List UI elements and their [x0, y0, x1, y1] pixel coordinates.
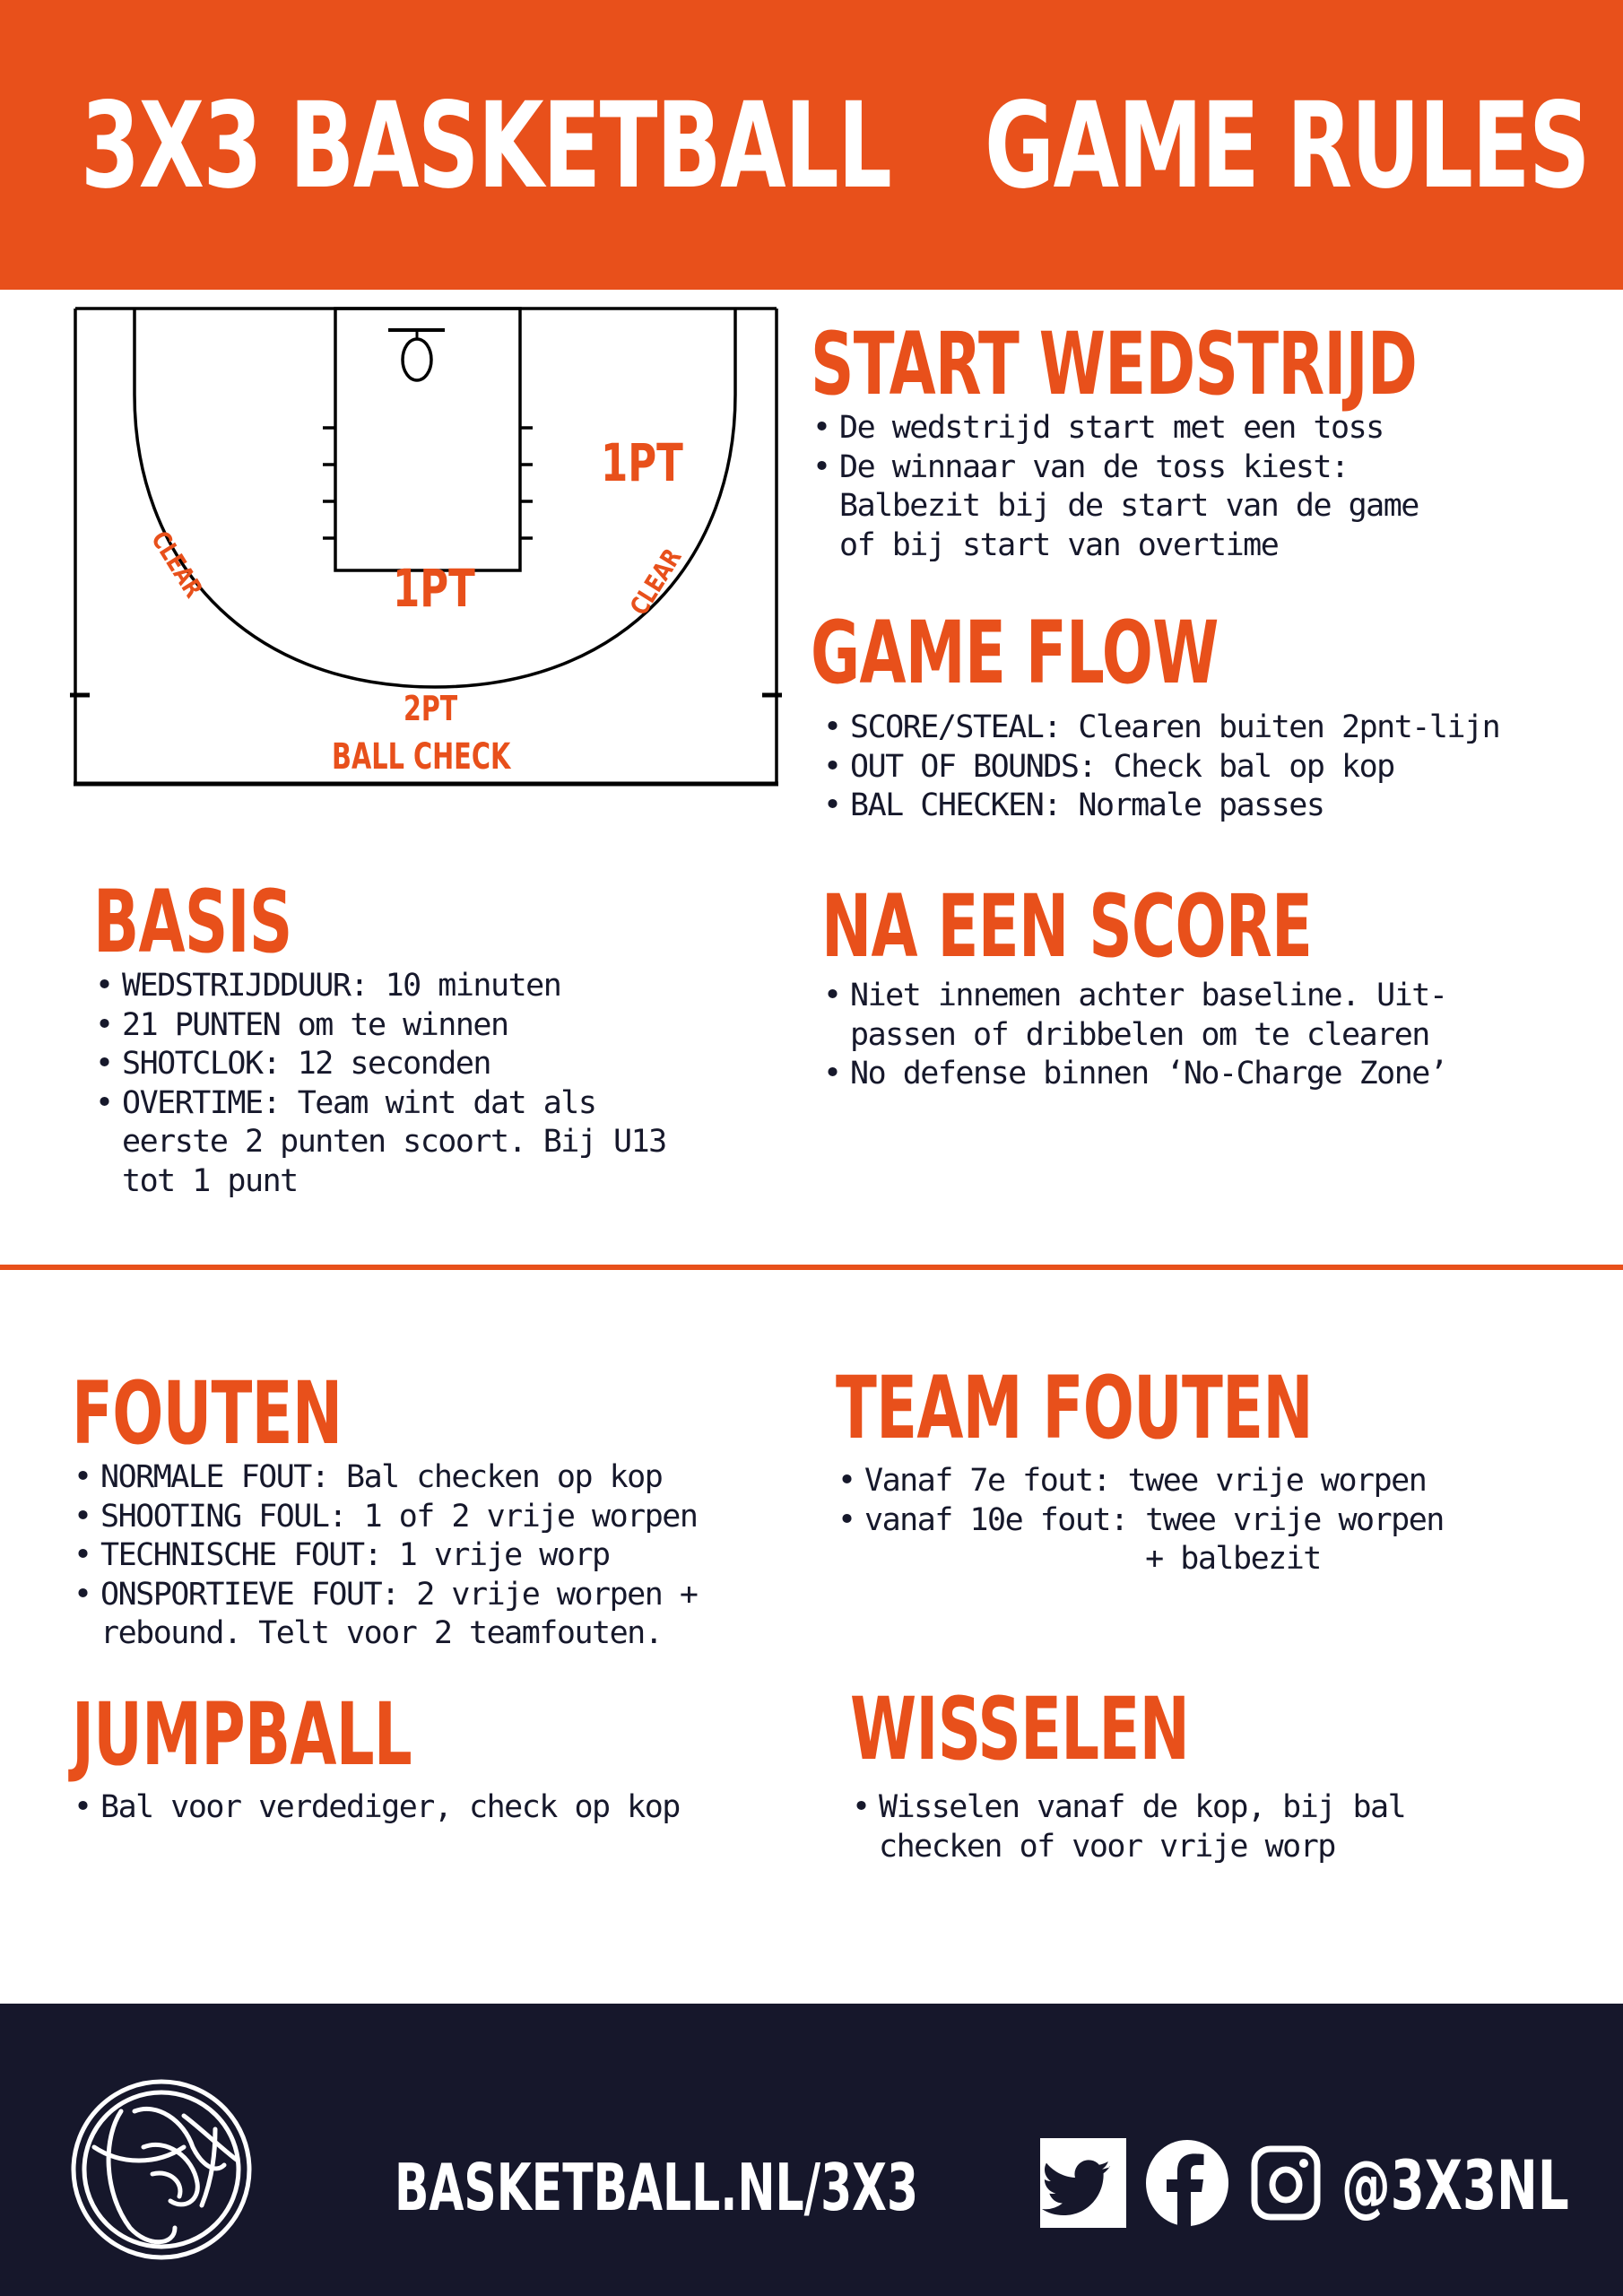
section-divider	[0, 1265, 1623, 1270]
basketball-lion-logo-icon[interactable]	[67, 2075, 256, 2264]
list-item: TECHNISCHE FOUT: 1 vrije worp	[72, 1536, 697, 1576]
list-item: 21 PUNTEN om te winnen	[93, 1006, 666, 1046]
twitter-icon[interactable]	[1040, 2138, 1126, 2228]
section-game-flow: GAME FLOW SCORE/STEAL: Clearen buiten 2p…	[811, 603, 1501, 826]
header-title-right: GAME RULES	[985, 77, 1590, 215]
court-label-ball-check: BALL CHECK	[332, 736, 512, 778]
list-item: vanaf 10e fout: twee vrije worpen + balb…	[836, 1501, 1517, 1579]
section-na-een-score: NA EEN SCORE Niet innemen achter baselin…	[821, 883, 1523, 1094]
list-item: Bal voor verdediger, check op kop	[72, 1788, 681, 1828]
section-title: JUMPBALL	[72, 1684, 412, 1785]
list-item: ONSPORTIEVE FOUT: 2 vrije worpen + rebou…	[72, 1576, 699, 1654]
list-item: OUT OF BOUNDS: Check bal op kop	[821, 748, 1499, 787]
list-item: Niet innemen achter baseline. Uit- passe…	[821, 977, 1523, 1055]
section-basis: BASIS WEDSTRIJDDUUR: 10 minuten 21 PUNTE…	[93, 872, 667, 1202]
list-item: WEDSTRIJDDUUR: 10 minuten	[93, 967, 666, 1006]
court-label-clear-right: CLEAR	[624, 543, 688, 620]
free-throw-lane	[334, 307, 522, 572]
court-label-2pt: 2PT	[404, 689, 457, 728]
instagram-icon[interactable]	[1250, 2138, 1322, 2228]
section-jumpball: JUMPBALL Bal voor verdediger, check op k…	[72, 1684, 681, 1828]
social-handle[interactable]: @3X3NL	[1341, 2145, 1569, 2225]
section-title: FOUTEN	[72, 1363, 343, 1464]
court-diagram: 1PT 1PT 2PT BALL CHECK CLEAR CLEAR	[63, 296, 798, 798]
section-title: TEAM FOUTEN	[836, 1358, 1314, 1458]
website-link[interactable]: BASKETBALL.NL/3X3	[395, 2150, 919, 2225]
facebook-icon[interactable]	[1144, 2138, 1230, 2228]
header-banner: 3X3 BASKETBALL GAME RULES	[0, 0, 1623, 290]
rim	[401, 337, 433, 382]
section-fouten: FOUTEN NORMALE FOUT: Bal checken op kop …	[72, 1363, 699, 1654]
two-point-arc	[133, 309, 737, 689]
list-item: OVERTIME: Team wint dat als eerste 2 pun…	[93, 1084, 667, 1202]
court-label-clear-left: CLEAR	[145, 526, 209, 603]
section-title: BASIS	[93, 872, 292, 972]
section-title: WISSELEN	[850, 1679, 1190, 1779]
section-title: START WEDSTRIJD	[811, 314, 1418, 414]
section-wisselen: WISSELEN Wisselen vanaf de kop, bij bal …	[850, 1679, 1407, 1866]
list-item: De winnaar van de toss kiest: Balbezit b…	[811, 448, 1623, 566]
list-item: Wisselen vanaf de kop, bij bal checken o…	[850, 1788, 1407, 1866]
court-label-1pt-right: 1PT	[601, 433, 683, 494]
list-item: SHOTCLOK: 12 seconden	[93, 1045, 666, 1084]
section-title: GAME FLOW	[811, 603, 1219, 703]
list-item: No defense binnen ‘No-Charge Zone’	[821, 1055, 1523, 1094]
list-item: SHOOTING FOUL: 1 of 2 vrije worpen	[72, 1498, 699, 1537]
list-item: BAL CHECKEN: Normale passes	[821, 787, 1499, 826]
section-team-fouten: TEAM FOUTEN Vanaf 7e fout: twee vrije wo…	[836, 1365, 1517, 1579]
list-item: SCORE/STEAL: Clearen buiten 2pnt-lijn	[821, 709, 1501, 748]
list-item: NORMALE FOUT: Bal checken op kop	[72, 1458, 697, 1498]
section-title: NA EEN SCORE	[821, 876, 1313, 977]
section-start-wedstrijd: START WEDSTRIJD De wedstrijd start met e…	[811, 321, 1623, 565]
footer: BASKETBALL.NL/3X3 @3X3NL	[0, 2004, 1623, 2296]
court-label-1pt-center: 1PT	[393, 559, 475, 620]
header-title-left: 3X3 BASKETBALL	[81, 77, 892, 215]
list-item: Vanaf 7e fout: twee vrije worpen	[836, 1462, 1517, 1501]
list-item: De wedstrijd start met een toss	[811, 409, 1623, 448]
